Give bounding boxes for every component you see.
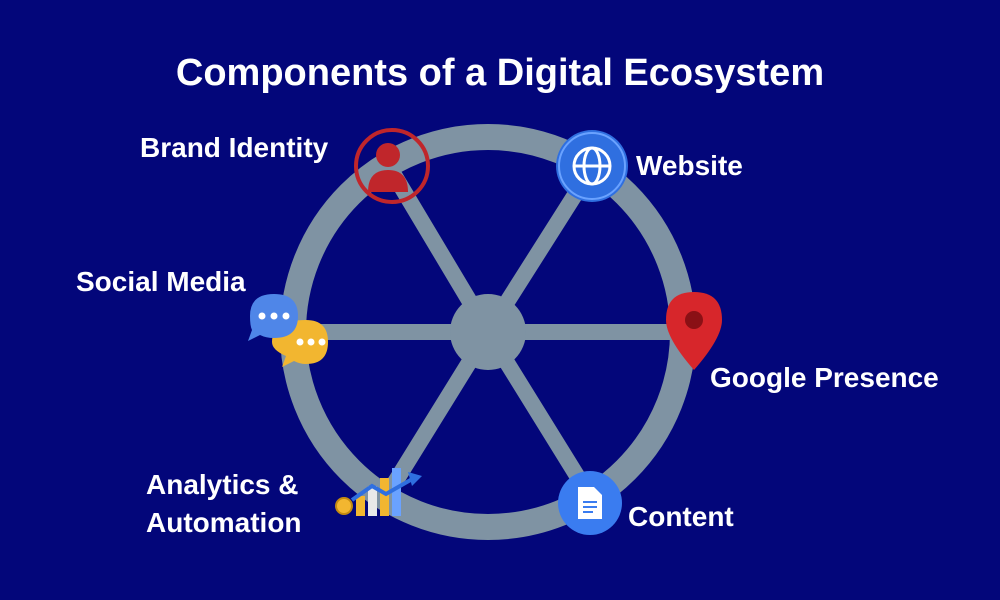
label-brand-identity: Brand Identity	[140, 132, 329, 163]
wheel-hub	[450, 294, 526, 370]
person-icon	[354, 128, 430, 204]
label-content: Content	[628, 501, 734, 532]
document-icon	[558, 471, 622, 535]
chat-bubbles-icon	[248, 294, 328, 367]
label-social-media: Social Media	[76, 266, 246, 297]
label-website: Website	[636, 150, 743, 181]
page-title: Components of a Digital Ecosystem	[175, 52, 825, 94]
label-analytics-automation: Analytics & Automation	[146, 469, 302, 538]
growth-chart-icon	[335, 468, 422, 516]
location-pin-icon	[666, 292, 722, 370]
globe-icon	[556, 130, 628, 202]
label-google-presence: Google Presence	[710, 362, 939, 393]
